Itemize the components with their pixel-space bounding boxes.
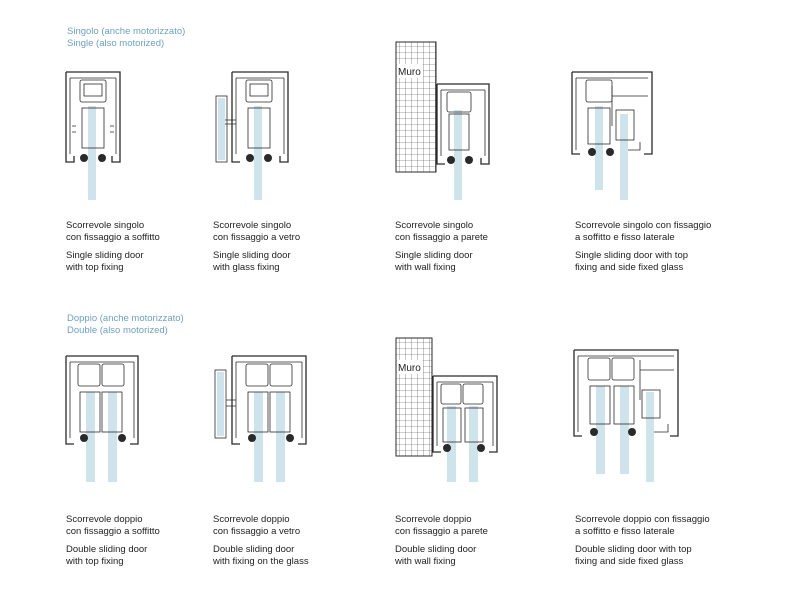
- diagram-single-top-fixing: [65, 71, 121, 200]
- diagram-double-glass-fixing: [214, 355, 307, 482]
- caption-en-line: fixing and side fixed glass: [575, 556, 684, 567]
- caption-en-line: with wall fixing: [395, 262, 456, 273]
- caption-en-line: Double sliding door with top: [575, 544, 692, 555]
- caption-en-line: Single sliding door with top: [575, 250, 689, 261]
- section-title-en: Double (also motorized): [67, 325, 168, 336]
- caption-it-line: Scorrevole doppio: [66, 514, 143, 525]
- caption-it-line: a soffitto e fisso laterale: [575, 526, 675, 537]
- section-title-it: Doppio (anche motorizzato): [67, 313, 184, 324]
- caption-it-line: con fissaggio a parete: [395, 232, 488, 243]
- diagram-double-top-side-fixed: [573, 349, 679, 482]
- wall-label: Muro: [398, 67, 421, 78]
- caption-en-line: with fixing on the glass: [213, 556, 309, 567]
- caption-en-line: Double sliding door: [66, 544, 148, 555]
- caption-en-line: with top fixing: [66, 556, 124, 567]
- caption-it-line: con fissaggio a parete: [395, 526, 488, 537]
- caption-en-line: with glass fixing: [213, 262, 280, 273]
- diagram-single-glass-fixing: [215, 71, 289, 200]
- section-title-it: Singolo (anche motorizzato): [67, 26, 186, 37]
- caption-en-line: Single sliding door: [213, 250, 291, 261]
- section-title-double: Doppio (anche motorizzato) Double (also …: [67, 313, 184, 337]
- caption-en-line: Single sliding door: [395, 250, 473, 261]
- caption-en-line: fixing and side fixed glass: [575, 262, 684, 273]
- caption-en-line: Single sliding door: [66, 250, 144, 261]
- caption-en-line: with wall fixing: [395, 556, 456, 567]
- caption-it-line: con fissaggio a vetro: [213, 232, 301, 243]
- caption-it-line: Scorrevole singolo con fissaggio: [575, 220, 712, 231]
- caption-it-line: Scorrevole singolo: [66, 220, 145, 231]
- section-title-single: Singolo (anche motorizzato) Single (also…: [67, 26, 185, 50]
- caption-it-line: Scorrevole singolo: [213, 220, 292, 231]
- wall-label: Muro: [398, 363, 421, 374]
- caption-it-line: Scorrevole doppio: [213, 514, 290, 525]
- caption-it-line: con fissaggio a soffitto: [66, 232, 160, 243]
- caption-it-line: a soffitto e fisso laterale: [575, 232, 675, 243]
- diagram-double-top-fixing: [65, 355, 139, 482]
- section-title-en: Single (also motorized): [67, 38, 165, 49]
- caption-it-line: Scorrevole doppio: [395, 514, 472, 525]
- caption-it-line: con fissaggio a soffitto: [66, 526, 160, 537]
- diagram-double-wall-fixing: Muro: [395, 337, 498, 482]
- diagram-single-wall-fixing: Muro: [395, 41, 490, 200]
- caption-en-line: Double sliding door: [395, 544, 477, 555]
- caption-it-line: con fissaggio a vetro: [213, 526, 301, 537]
- caption-en-line: Double sliding door: [213, 544, 295, 555]
- caption-it-line: Scorrevole doppio con fissaggio: [575, 514, 710, 525]
- caption-en-line: with top fixing: [66, 262, 124, 273]
- diagram-single-top-side-fixed: [571, 71, 653, 200]
- caption-it-line: Scorrevole singolo: [395, 220, 474, 231]
